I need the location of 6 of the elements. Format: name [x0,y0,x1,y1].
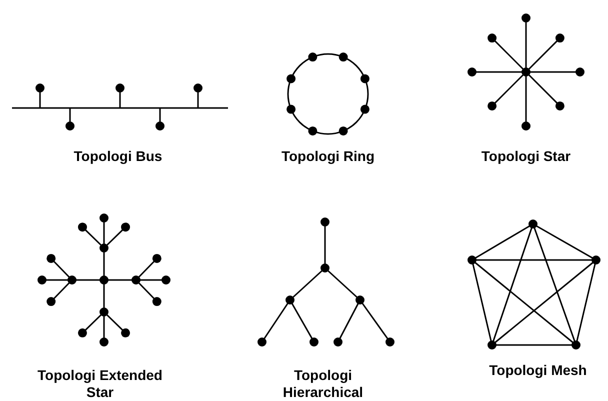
topology-caption: Topologi Mesh [488,362,588,379]
topology-caption: Topologi Star [480,148,572,165]
topology-caption: Topologi Bus [72,148,164,165]
topology-caption: Topologi Ring [280,148,376,165]
topology-caption: Topologi Hierarchical [282,367,364,401]
topology-caption: Topologi Extended Star [36,367,164,401]
